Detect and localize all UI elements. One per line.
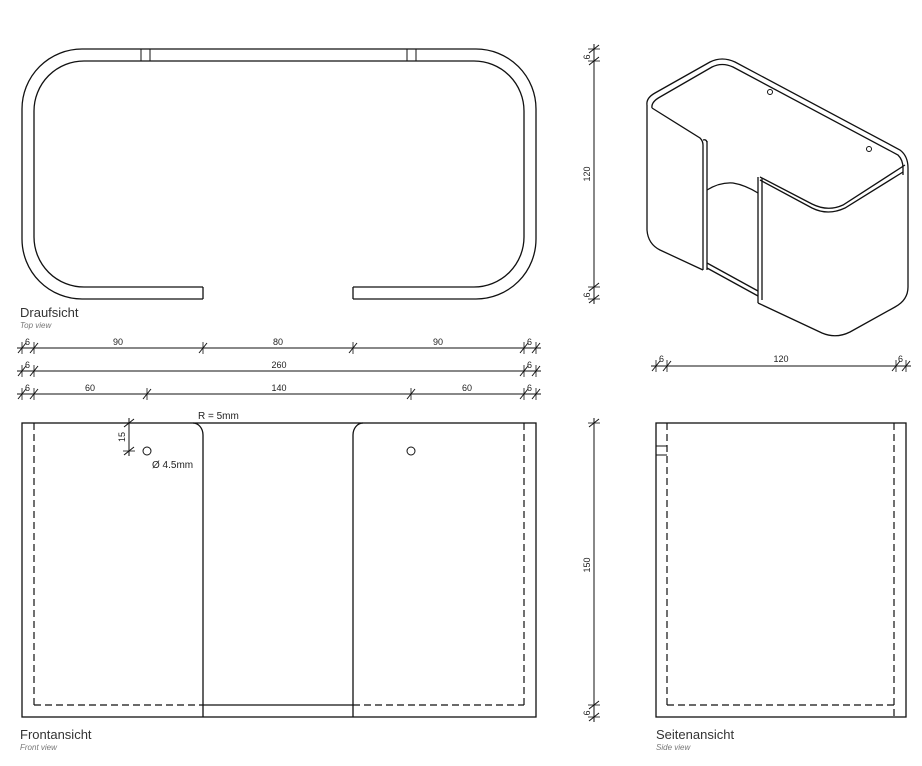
front-view: 15 R = 5mm Ø 4.5mm Frontansicht Front vi… — [20, 411, 537, 752]
front-view-title: Frontansicht — [20, 727, 92, 742]
dim-label: 6 — [659, 354, 664, 364]
hole-diameter-annotation: Ø 4.5mm — [152, 460, 193, 471]
radius-annotation: R = 5mm — [198, 411, 239, 422]
mounting-hole — [142, 446, 152, 456]
dim-label: 120 — [582, 166, 592, 181]
top-view: Draufsicht Top view — [20, 48, 537, 330]
dim-label: 6 — [582, 54, 592, 59]
front-vertical-dimension: 150 6 — [582, 418, 601, 722]
dim-label: 150 — [582, 557, 592, 572]
dimension-row-1: 6 90 80 90 6 — [17, 337, 541, 355]
dim-label: 6 — [25, 360, 30, 370]
dim-label: 6 — [527, 360, 532, 370]
dim-label: 80 — [273, 337, 283, 347]
front-view-subtitle: Front view — [20, 743, 58, 752]
side-view-title: Seitenansicht — [656, 727, 734, 742]
mounting-hole — [866, 146, 872, 152]
side-view-subtitle: Side view — [656, 743, 691, 752]
dim-label: 260 — [271, 360, 286, 370]
dim-label: 15 — [117, 432, 127, 442]
iso-horizontal-dimension: 6 120 6 — [651, 354, 911, 373]
dim-label: 6 — [25, 337, 30, 347]
dim-label: 6 — [527, 337, 532, 347]
dim-label: 6 — [582, 710, 592, 715]
dim-label: 140 — [271, 383, 286, 393]
dim-label: 6 — [898, 354, 903, 364]
dim-label: 6 — [582, 292, 592, 297]
dimension-row-2: 6 260 6 — [17, 360, 541, 378]
dim-label: 6 — [527, 383, 532, 393]
dim-label: 60 — [85, 383, 95, 393]
top-vertical-dimension: 6 120 6 — [582, 44, 601, 304]
mounting-hole — [406, 446, 416, 456]
side-view: Seitenansicht Side view — [655, 422, 907, 752]
isometric-view — [646, 58, 909, 337]
mounting-hole — [767, 89, 773, 95]
dim-label: 120 — [773, 354, 788, 364]
top-view-subtitle: Top view — [20, 321, 53, 330]
dim-label: 90 — [113, 337, 123, 347]
dim-label: 6 — [25, 383, 30, 393]
dim-label: 60 — [462, 383, 472, 393]
dimension-row-3: 6 60 140 60 6 — [17, 383, 541, 401]
dim-label: 90 — [433, 337, 443, 347]
top-view-title: Draufsicht — [20, 305, 79, 320]
